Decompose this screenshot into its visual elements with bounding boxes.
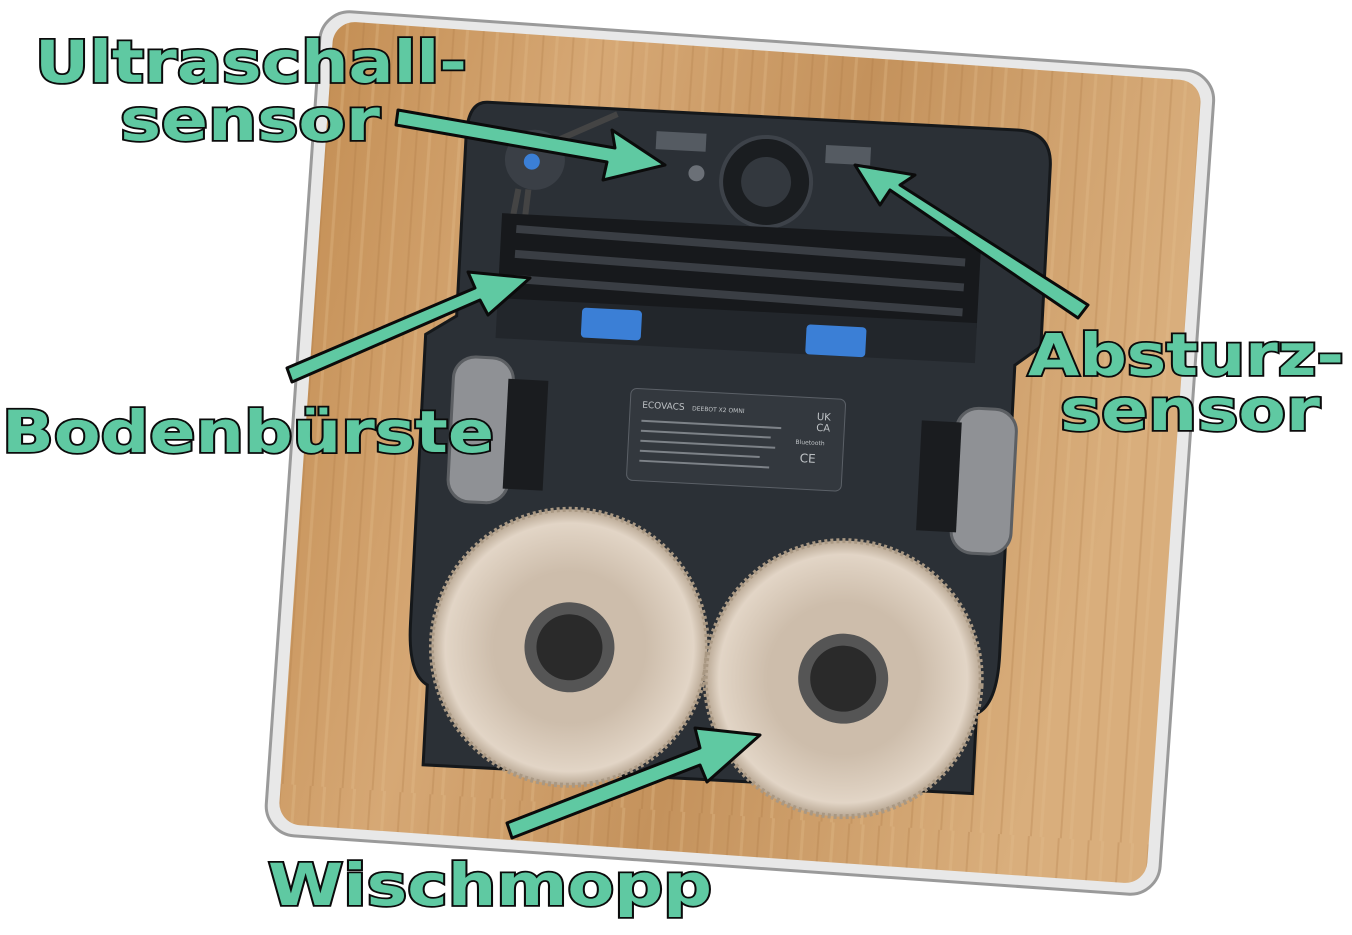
right-wheel bbox=[916, 406, 1018, 556]
info-plate: ECOVACS DEEBOT X2 OMNI UK CA Bluetooth C… bbox=[626, 387, 847, 492]
ultrasonic-sensor-hole bbox=[688, 165, 705, 182]
brush-clip-left bbox=[580, 307, 642, 341]
brand-text: ECOVACS bbox=[642, 401, 685, 413]
bluetooth-mark: Bluetooth bbox=[795, 439, 825, 448]
ce-mark: CE bbox=[799, 451, 816, 466]
ukca-mark-2: CA bbox=[816, 423, 831, 435]
label-cliff-line1: Absturz- bbox=[1028, 321, 1344, 389]
brush-clip-right bbox=[805, 324, 867, 358]
annotation-arrows bbox=[285, 108, 1090, 840]
mop-right bbox=[702, 538, 984, 820]
label-floor-brush: Bodenbürste bbox=[2, 398, 494, 466]
arrow-ultrasonic bbox=[394, 108, 667, 182]
label-ultrasonic-line2: sensor bbox=[120, 86, 380, 154]
robot-vacuum: ECOVACS DEEBOT X2 OMNI UK CA Bluetooth C… bbox=[408, 100, 1052, 820]
mop-left bbox=[428, 506, 710, 788]
label-cliff-line2: sensor bbox=[1060, 376, 1320, 444]
left-wheel bbox=[446, 355, 549, 505]
label-mop: Wischmopp bbox=[268, 851, 712, 919]
arrow-brush bbox=[285, 270, 532, 384]
main-brush bbox=[495, 213, 982, 364]
ukca-mark-1: UK bbox=[817, 412, 832, 424]
cliff-sensor bbox=[825, 145, 872, 166]
ultrasonic-sensor bbox=[655, 131, 707, 152]
label-ultrasonic-line1: Ultraschall- bbox=[35, 28, 467, 96]
arrow-mop bbox=[505, 726, 762, 840]
model-text: DEEBOT X2 OMNI bbox=[692, 405, 745, 415]
arrow-cliff bbox=[853, 163, 1090, 320]
